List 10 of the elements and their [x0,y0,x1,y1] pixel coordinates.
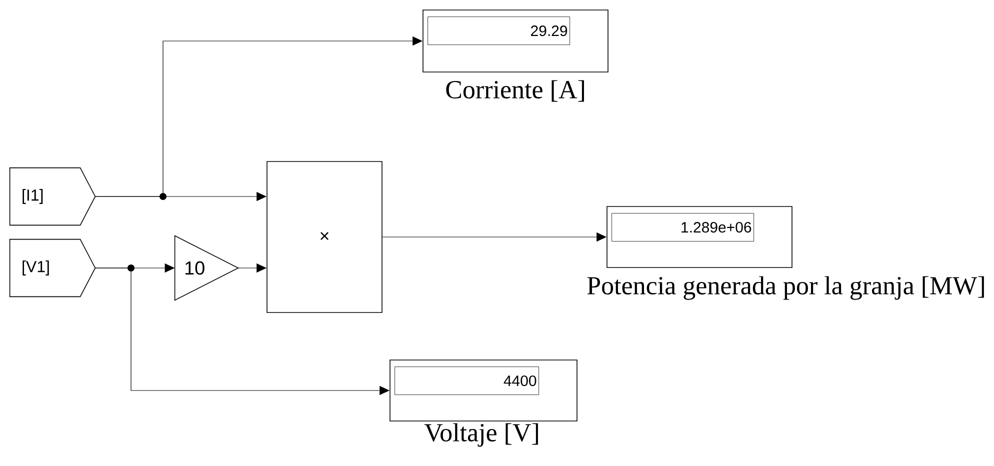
goto-tag: [V1] [9,238,96,298]
value-field: 4400 [394,366,539,395]
block-label: Voltaje [V] [424,423,538,447]
goto-tag: [I1] [9,167,96,226]
value-field: 29.29 [428,16,570,45]
gain-triangle: 10 [174,235,240,301]
product-block: × [266,161,382,313]
value-field: 1.289e+06 [612,213,754,242]
block-label: Corriente [A] [446,80,584,102]
block-label: Potencia generada por la granja [MW] [587,276,984,300]
